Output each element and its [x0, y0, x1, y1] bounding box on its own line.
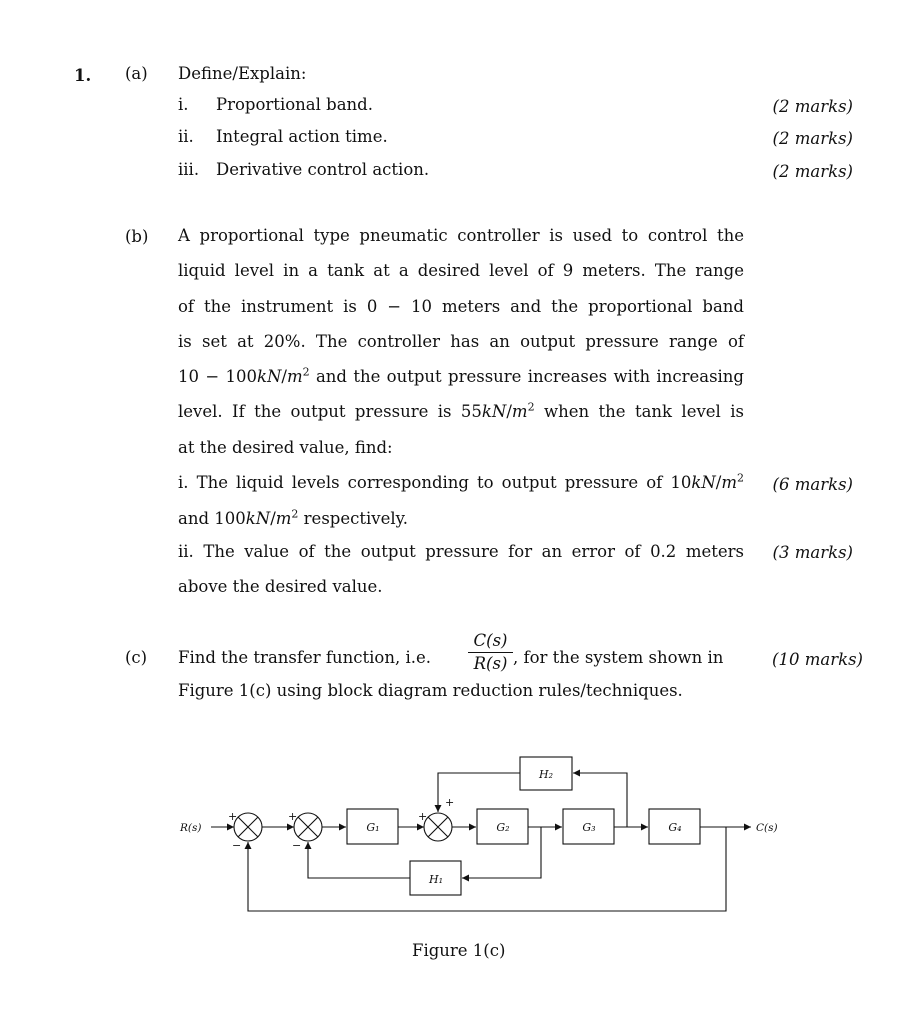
- junction-3-plus-sign-left: +: [418, 810, 427, 823]
- block-g2: [476, 808, 529, 845]
- part-a-item-text: Derivative control action.: [216, 160, 430, 179]
- part-b-sub-ii-line-2: above the desired value.: [178, 577, 383, 596]
- part-b-line: is set at 20%. The controller has an out…: [178, 332, 744, 351]
- part-a-heading: Define/Explain:: [178, 64, 307, 83]
- part-b-line: of the instrument is 0 − 10 meters and t…: [178, 297, 744, 316]
- part-b-label: (b): [125, 227, 149, 246]
- input-label: R(s): [179, 822, 202, 834]
- output-label: C(s): [756, 822, 778, 834]
- part-b-line: liquid level in a tank at a desired leve…: [178, 261, 744, 280]
- part-a-item-marks: (2 marks): [772, 129, 853, 148]
- fraction-denominator: R(s): [473, 654, 508, 673]
- part-b-sub-i-marks: (6 marks): [772, 475, 853, 494]
- part-c-line-1-start: Find the transfer function, i.e.: [178, 648, 431, 667]
- block-g1-label: G₁: [366, 821, 379, 834]
- summing-junction-1: [233, 812, 263, 842]
- part-c-line-2: Figure 1(c) using block diagram reductio…: [178, 681, 683, 700]
- junction-3-plus-sign-top: +: [445, 796, 454, 809]
- block-h1: [409, 860, 462, 896]
- part-c-label: (c): [125, 648, 148, 667]
- unity-feedback-path: [244, 827, 727, 912]
- summing-junction-3: [423, 812, 453, 842]
- part-b-sub-i-line-2: and 100kN/m2 respectively.: [178, 507, 409, 529]
- part-a-item-num: ii.: [178, 127, 194, 146]
- block-h2: [519, 756, 573, 791]
- part-b-sub-ii-marks: (3 marks): [772, 543, 853, 562]
- part-b-line-7: at the desired value, find:: [178, 438, 393, 457]
- question-number: 1.: [74, 66, 92, 85]
- block-g4-label: G₄: [668, 821, 681, 834]
- part-a-item-text: Integral action time.: [216, 127, 388, 146]
- block-g3: [562, 808, 615, 845]
- junction-2-plus-sign: +: [288, 810, 297, 823]
- fraction-bar: [468, 652, 513, 653]
- part-c-line-1-end: , for the system shown in: [513, 648, 724, 667]
- part-a-item-text: Proportional band.: [216, 95, 373, 114]
- part-b-sub-ii-line-1: ii. The value of the output pressure for…: [178, 542, 744, 561]
- block-h2-label: H₂: [538, 768, 553, 781]
- block-g1: [346, 808, 399, 845]
- block-g3-label: G₃: [582, 821, 595, 834]
- part-a-item-num: i.: [178, 95, 189, 114]
- block-h1-label: H₁: [428, 873, 443, 886]
- junction-1-plus-sign: +: [228, 810, 237, 823]
- part-b-sub-i-line-1: i. The liquid levels corresponding to ou…: [178, 471, 744, 493]
- block-g2-label: G₂: [496, 821, 509, 834]
- part-a-item-num: iii.: [178, 160, 200, 179]
- h1-feedback-input: [462, 827, 542, 882]
- h1-feedback-output: [304, 842, 410, 879]
- h2-feedback-input: [573, 769, 628, 827]
- part-b-line: A proportional type pneumatic controller…: [178, 226, 744, 245]
- summing-junction-2: [293, 812, 323, 842]
- junction-2-minus-sign: −: [292, 839, 301, 852]
- part-a-item-marks: (2 marks): [772, 97, 853, 116]
- part-a-item-marks: (2 marks): [772, 162, 853, 181]
- block-g4: [648, 808, 701, 845]
- junction-1-minus-sign: −: [232, 839, 241, 852]
- part-b-line-5: 10 − 100kN/m2 and the output pressure in…: [178, 365, 744, 387]
- h2-feedback-output: [434, 772, 520, 812]
- transfer-function-fraction: C(s) R(s): [467, 630, 514, 675]
- figure-caption: Figure 1(c): [412, 941, 506, 960]
- part-b-line-6: level. If the output pressure is 55kN/m2…: [178, 400, 744, 422]
- part-c-marks: (10 marks): [772, 650, 863, 669]
- fraction-numerator: C(s): [473, 631, 508, 650]
- part-a-label: (a): [125, 64, 148, 83]
